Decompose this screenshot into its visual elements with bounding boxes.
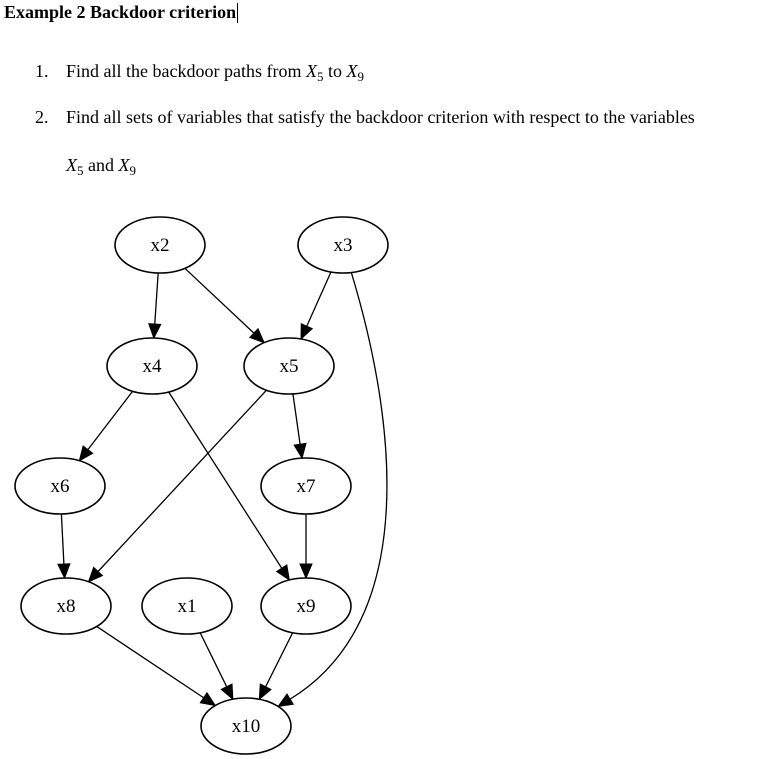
node-x10: x10 bbox=[200, 697, 292, 755]
question-2-number: 2. bbox=[35, 107, 49, 127]
edge-x7-to-x9-arrowhead bbox=[299, 563, 313, 580]
question-2-connector: and bbox=[83, 155, 119, 175]
edge-x3-to-x10-arrowhead bbox=[277, 693, 295, 708]
question-1-var-a-sub: 5 bbox=[316, 69, 324, 84]
question-1-var-a: X bbox=[305, 61, 317, 81]
node-x2: x2 bbox=[114, 216, 206, 274]
question-2-var-a-sub: 5 bbox=[77, 163, 84, 178]
node-x10-ellipse bbox=[200, 697, 292, 755]
node-x6-ellipse bbox=[14, 457, 106, 515]
node-x1-ellipse bbox=[141, 577, 233, 635]
node-x6-label: x6 bbox=[51, 476, 70, 497]
node-x6: x6 bbox=[14, 457, 106, 515]
node-x4: x4 bbox=[106, 337, 198, 395]
edge-x1-to-x10 bbox=[199, 632, 228, 687]
node-x3-ellipse bbox=[297, 216, 389, 274]
edge-x2-to-x5 bbox=[184, 267, 255, 334]
edge-x9-to-x10-arrowhead bbox=[258, 683, 272, 701]
document-title: Example 2 Backdoor criterion bbox=[4, 2, 239, 23]
question-2-var-a: X bbox=[66, 155, 77, 175]
question-1-connector: to bbox=[323, 61, 347, 81]
dag-nodes: x2 x3 x4 x5 x6 x7 x8 x1 x9 x10 bbox=[14, 216, 389, 755]
edge-x6-to-x8-arrowhead bbox=[57, 563, 71, 580]
node-x10-label: x10 bbox=[232, 716, 261, 737]
node-x7: x7 bbox=[260, 457, 352, 515]
node-x1: x1 bbox=[141, 577, 233, 635]
node-x8-ellipse bbox=[20, 577, 112, 635]
edge-x1-to-x10-arrowhead bbox=[220, 683, 234, 701]
node-x9-label: x9 bbox=[297, 596, 316, 617]
node-x2-label: x2 bbox=[151, 235, 170, 256]
node-x4-label: x4 bbox=[143, 356, 163, 377]
edge-x9-to-x10 bbox=[265, 632, 294, 688]
node-x5-label: x5 bbox=[280, 356, 299, 377]
node-x3: x3 bbox=[297, 216, 389, 274]
edge-x8-to-x10 bbox=[96, 625, 205, 699]
edge-x8-to-x10-arrowhead bbox=[199, 691, 217, 707]
node-x7-ellipse bbox=[260, 457, 352, 515]
question-2-var-b-sub: 9 bbox=[129, 163, 137, 178]
node-x8-label: x8 bbox=[57, 596, 76, 617]
dag-edges bbox=[57, 267, 388, 708]
edge-x4-to-x6-arrowhead bbox=[78, 445, 94, 462]
node-x4-ellipse bbox=[106, 337, 198, 395]
node-x9: x9 bbox=[260, 577, 352, 635]
edge-x3-to-x5-arrowhead bbox=[300, 323, 314, 341]
node-x8: x8 bbox=[20, 577, 112, 635]
node-x2-ellipse bbox=[114, 216, 206, 274]
question-2-line-2: X5 and X9 bbox=[66, 155, 137, 178]
question-2-line-1: Find all sets of variables that satisfy … bbox=[66, 107, 695, 127]
edge-x3-to-x5 bbox=[306, 271, 332, 327]
text-cursor bbox=[237, 2, 239, 23]
question-1-prefix: Find all the backdoor paths from bbox=[66, 61, 306, 81]
node-x1-label: x1 bbox=[178, 596, 197, 617]
edge-x6-to-x8 bbox=[60, 513, 65, 565]
edge-x5-to-x7 bbox=[292, 393, 301, 445]
edge-x2-to-x4-arrowhead bbox=[148, 323, 162, 340]
edge-x4-to-x6 bbox=[87, 390, 134, 451]
edge-x2-to-x5-arrowhead bbox=[248, 327, 266, 344]
document-title-text: Example 2 Backdoor criterion bbox=[4, 2, 237, 22]
question-1-text: Find all the backdoor paths from X5 to X… bbox=[66, 61, 364, 84]
node-x5-ellipse bbox=[243, 337, 335, 395]
node-x3-label: x3 bbox=[334, 235, 353, 256]
question-1-number: 1. bbox=[35, 61, 49, 81]
edge-x5-to-x7-arrowhead bbox=[293, 442, 307, 460]
question-1-var-b-sub: 9 bbox=[357, 69, 364, 84]
question-2-var-b: X bbox=[118, 155, 130, 175]
edge-x4-to-x9-arrowhead bbox=[275, 564, 290, 582]
node-x5: x5 bbox=[243, 337, 335, 395]
edge-x3-to-x10 bbox=[289, 272, 388, 700]
edge-x5-to-x8-arrowhead bbox=[87, 566, 104, 583]
edge-x4-to-x9 bbox=[168, 391, 283, 569]
node-x9-ellipse bbox=[260, 577, 352, 635]
edge-x5-to-x8 bbox=[97, 389, 267, 572]
node-x7-label: x7 bbox=[297, 476, 316, 497]
edge-x2-to-x4 bbox=[154, 272, 159, 325]
question-1-var-b: X bbox=[346, 61, 358, 81]
